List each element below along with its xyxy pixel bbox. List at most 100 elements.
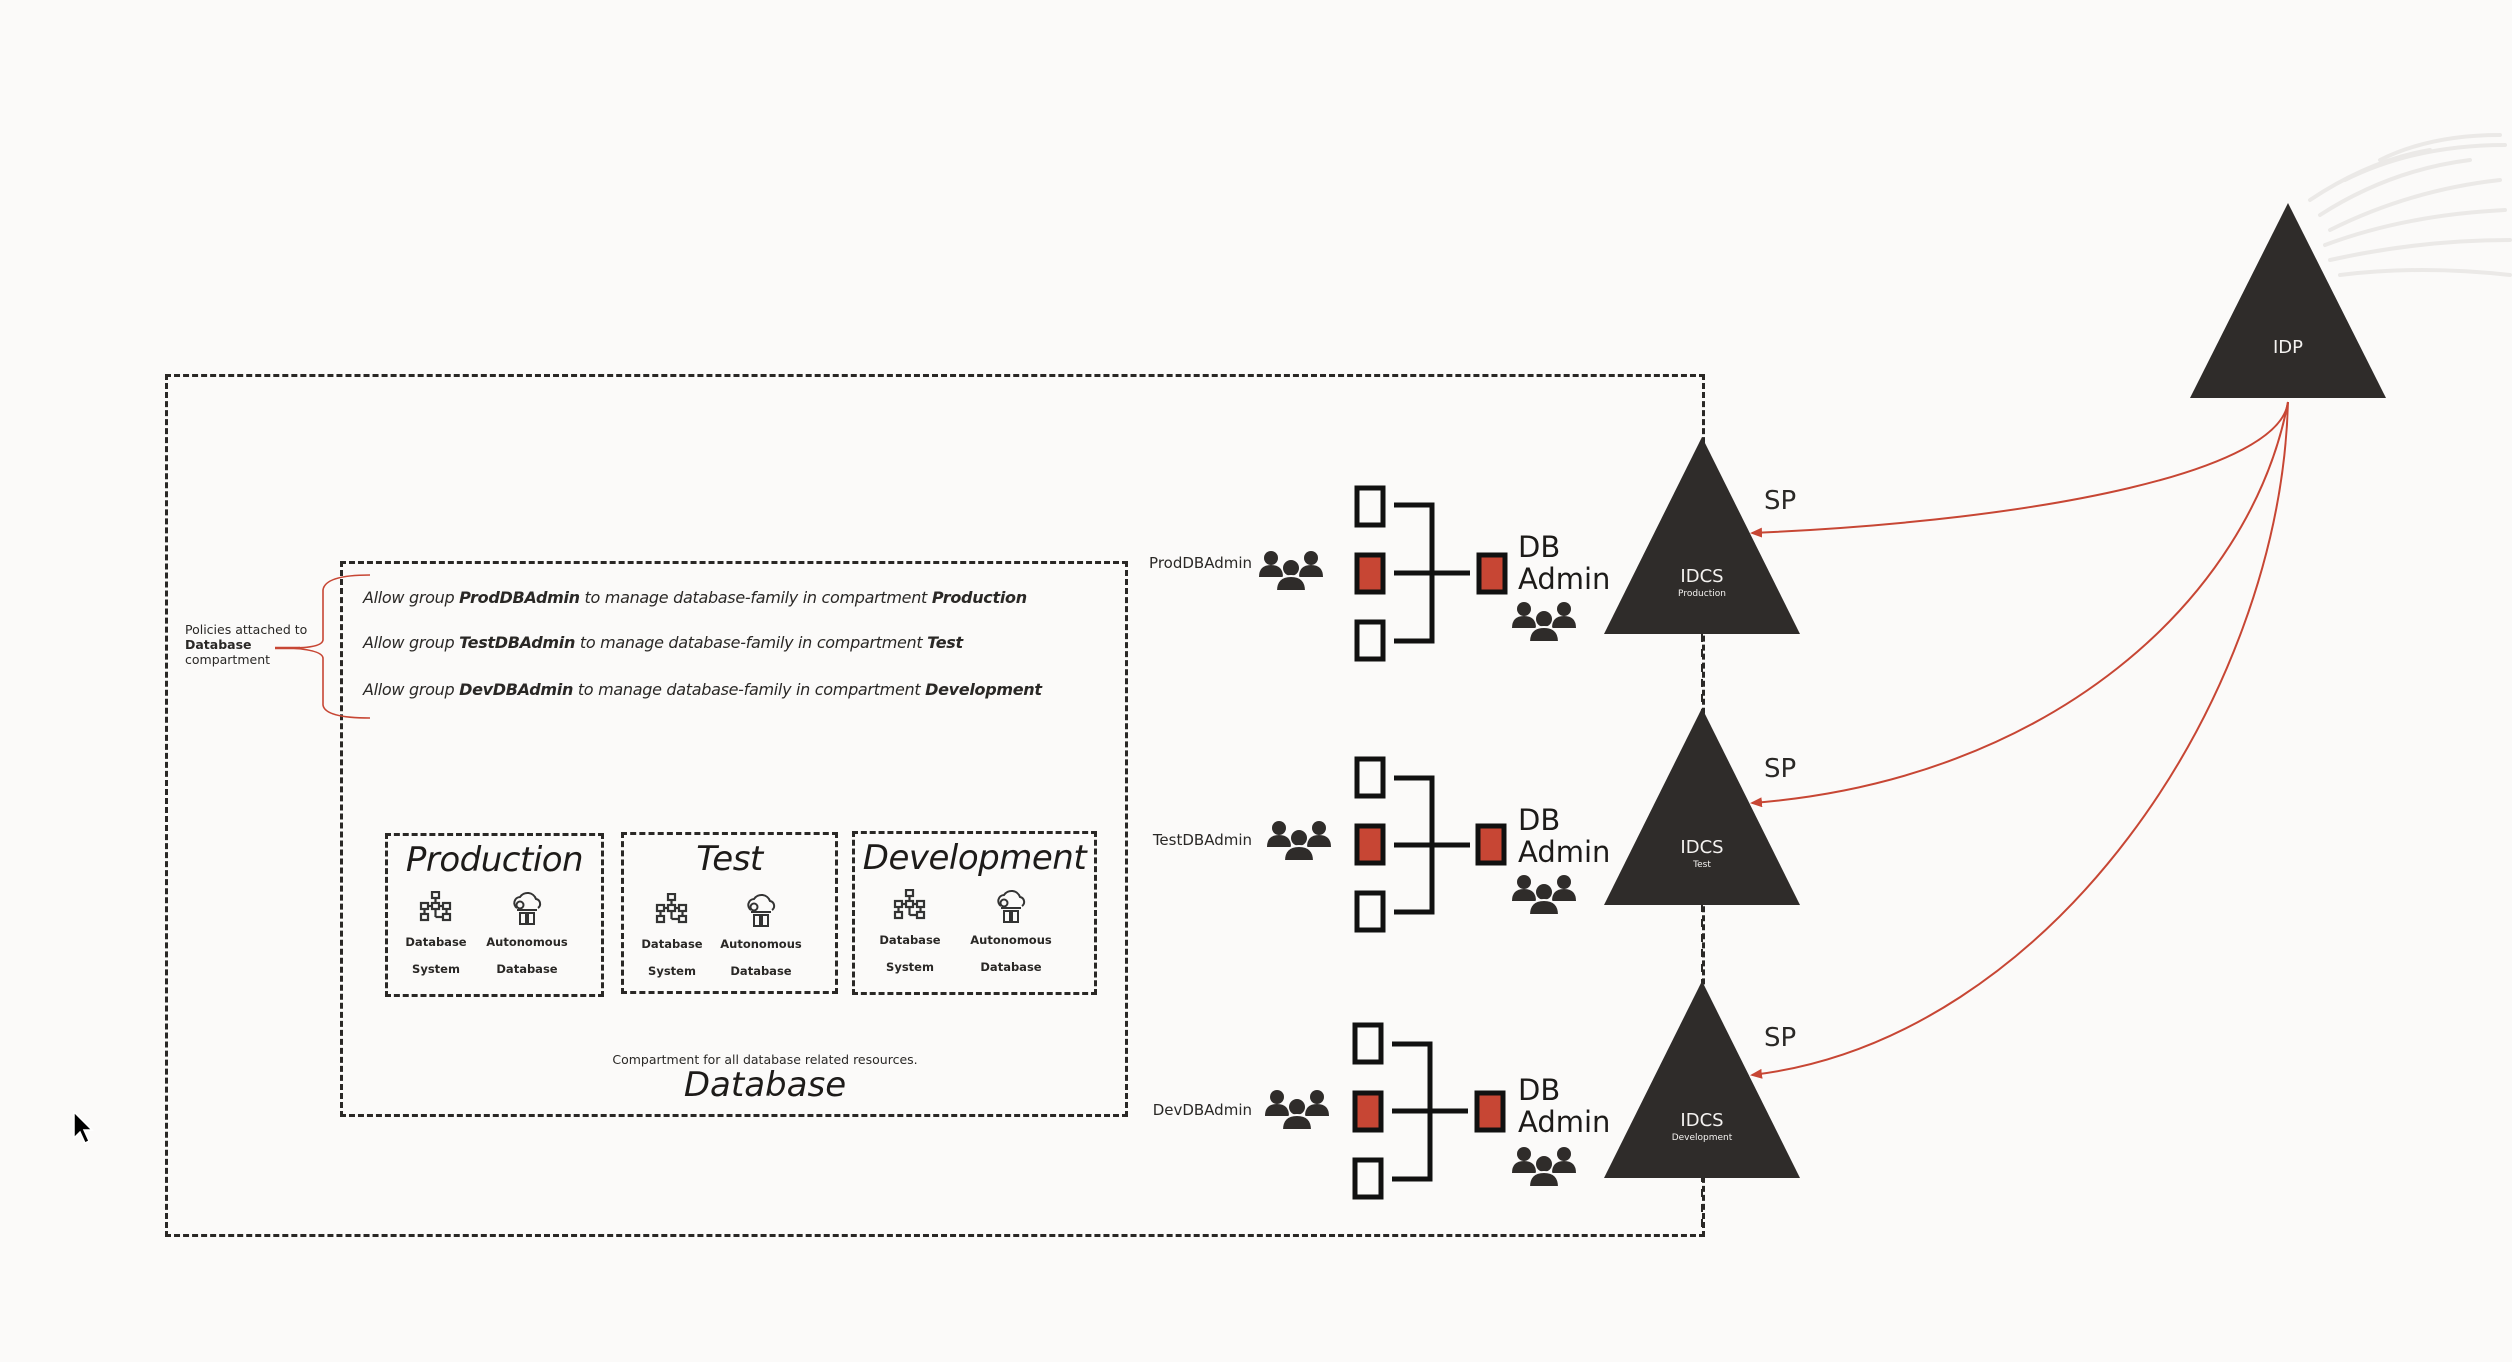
policies-note: Policies attached to Database compartmen… <box>185 622 307 667</box>
resource-autonomous-database: Autonomous Database <box>966 889 1056 981</box>
idcs-title: IDCS <box>1680 837 1724 858</box>
compartment-development: Development Database System Autonomous D… <box>852 831 1097 995</box>
federation-arrow-dev <box>1750 401 2289 1079</box>
policy-middle: to manage database-family in compartment <box>573 680 926 699</box>
policies-note-line2: Database <box>185 637 252 652</box>
policy-compartment: Test <box>927 633 963 652</box>
policies-note-line3: compartment <box>185 652 271 667</box>
resource-label-line1: Autonomous <box>720 937 802 951</box>
idcs-title: IDCS <box>1680 566 1724 587</box>
resource-database-system: Database System <box>865 889 955 981</box>
idcs-subtitle: Production <box>1678 589 1726 599</box>
role-line2: Admin <box>1518 562 1611 596</box>
role-line2: Admin <box>1518 835 1611 869</box>
policy-statement: Allow group DevDBAdmin to manage databas… <box>363 680 1042 699</box>
policies-bracket <box>289 574 371 719</box>
idcs-triangle-prod <box>1604 437 1800 634</box>
federation-arrow-test <box>1750 401 2289 808</box>
role-device-box <box>1476 552 1508 595</box>
device-box-bottom <box>1352 1157 1384 1200</box>
device-box-top <box>1354 756 1386 799</box>
resource-label-line1: Database <box>879 933 941 947</box>
compartment-production: Production Database System Autonomous Da… <box>385 833 604 997</box>
role-line2: Admin <box>1518 1105 1611 1139</box>
group-row-prod <box>1258 485 1577 662</box>
group-row-test <box>1266 756 1577 933</box>
idcs-triangle-dev <box>1604 981 1800 1178</box>
policy-middle: to manage database-family in compartment <box>575 633 928 652</box>
resource-label-line2: System <box>412 962 460 976</box>
resource-label-line2: Database <box>496 962 558 976</box>
role-line1: DB <box>1518 803 1561 837</box>
idcs-title: IDCS <box>1680 1110 1724 1131</box>
group-people-icon <box>1264 1089 1330 1131</box>
resource-label-line2: Database <box>730 964 792 978</box>
database-system-icon <box>419 891 452 922</box>
autonomous-database-icon <box>747 894 776 927</box>
autonomous-database-icon <box>513 892 542 925</box>
device-box-bottom <box>1354 890 1386 933</box>
role-device-box <box>1474 1090 1506 1133</box>
idcs-triangle-test <box>1604 708 1800 905</box>
admin-people-icon <box>1511 874 1577 916</box>
admin-people-icon <box>1511 1146 1577 1188</box>
database-compartment-box <box>340 561 1128 1117</box>
resource-label-line1: Database <box>405 935 467 949</box>
device-box-middle <box>1354 552 1386 595</box>
database-system-icon <box>655 893 688 924</box>
device-box-middle <box>1352 1090 1384 1133</box>
group-label-dev: DevDBAdmin <box>1152 1101 1252 1119</box>
idp-label: IDP <box>2188 337 2388 358</box>
mouse-cursor-icon <box>73 1110 94 1145</box>
device-box-bottom <box>1354 619 1386 662</box>
policy-middle: to manage database-family in compartment <box>579 588 932 607</box>
resource-autonomous-database: Autonomous Database <box>716 893 806 985</box>
resource-label-line2: System <box>648 964 696 978</box>
database-system-icon <box>893 889 926 920</box>
compartment-title: Development <box>862 838 1087 878</box>
device-box-top <box>1352 1022 1384 1065</box>
autonomous-database-icon <box>997 890 1026 923</box>
resource-label-line2: System <box>886 960 934 974</box>
idcs-label-dev: IDCS Development <box>1602 1110 1802 1143</box>
idp-title: IDP <box>2272 337 2304 358</box>
policy-group: DevDBAdmin <box>459 680 574 699</box>
role-line1: DB <box>1518 1073 1561 1107</box>
resource-label-line2: Database <box>980 960 1042 974</box>
role-line1: DB <box>1518 530 1561 564</box>
device-box-top <box>1354 485 1386 528</box>
group-people-icon <box>1258 550 1324 592</box>
resource-label-line1: Database <box>641 937 703 951</box>
policy-group: ProdDBAdmin <box>459 588 580 607</box>
resource-label-line1: Autonomous <box>486 935 568 949</box>
policy-statement: Allow group TestDBAdmin to manage databa… <box>363 633 963 652</box>
policy-prefix: Allow group <box>363 633 460 652</box>
policy-compartment: Production <box>931 588 1027 607</box>
database-compartment-caption: Compartment for all database related res… <box>612 1052 918 1067</box>
compartment-test: Test Database System Autonomous Database <box>621 832 838 994</box>
resource-database-system: Database System <box>391 891 481 983</box>
idcs-label-prod: IDCS Production <box>1602 566 1802 599</box>
group-people-icon <box>1266 820 1332 862</box>
compartment-title: Production <box>405 840 584 880</box>
idcs-subtitle: Test <box>1693 860 1711 870</box>
policy-compartment: Development <box>925 680 1042 699</box>
fingerprint-texture <box>2308 133 2512 277</box>
sp-label-dev: SP <box>1764 1023 1797 1053</box>
group-row-dev <box>1264 1022 1577 1200</box>
resource-label-line1: Autonomous <box>970 933 1052 947</box>
idcs-subtitle: Development <box>1671 1133 1733 1143</box>
idp-triangle <box>2190 203 2386 398</box>
resource-database-system: Database System <box>627 893 717 985</box>
sp-label-prod: SP <box>1764 486 1797 516</box>
policy-group: TestDBAdmin <box>459 633 576 652</box>
group-label-test: TestDBAdmin <box>1152 831 1252 849</box>
sp-label-test: SP <box>1764 754 1797 784</box>
idcs-label-test: IDCS Test <box>1602 837 1802 870</box>
group-label-prod: ProdDBAdmin <box>1149 554 1252 572</box>
resource-autonomous-database: Autonomous Database <box>482 891 572 983</box>
role-device-box <box>1475 823 1507 866</box>
